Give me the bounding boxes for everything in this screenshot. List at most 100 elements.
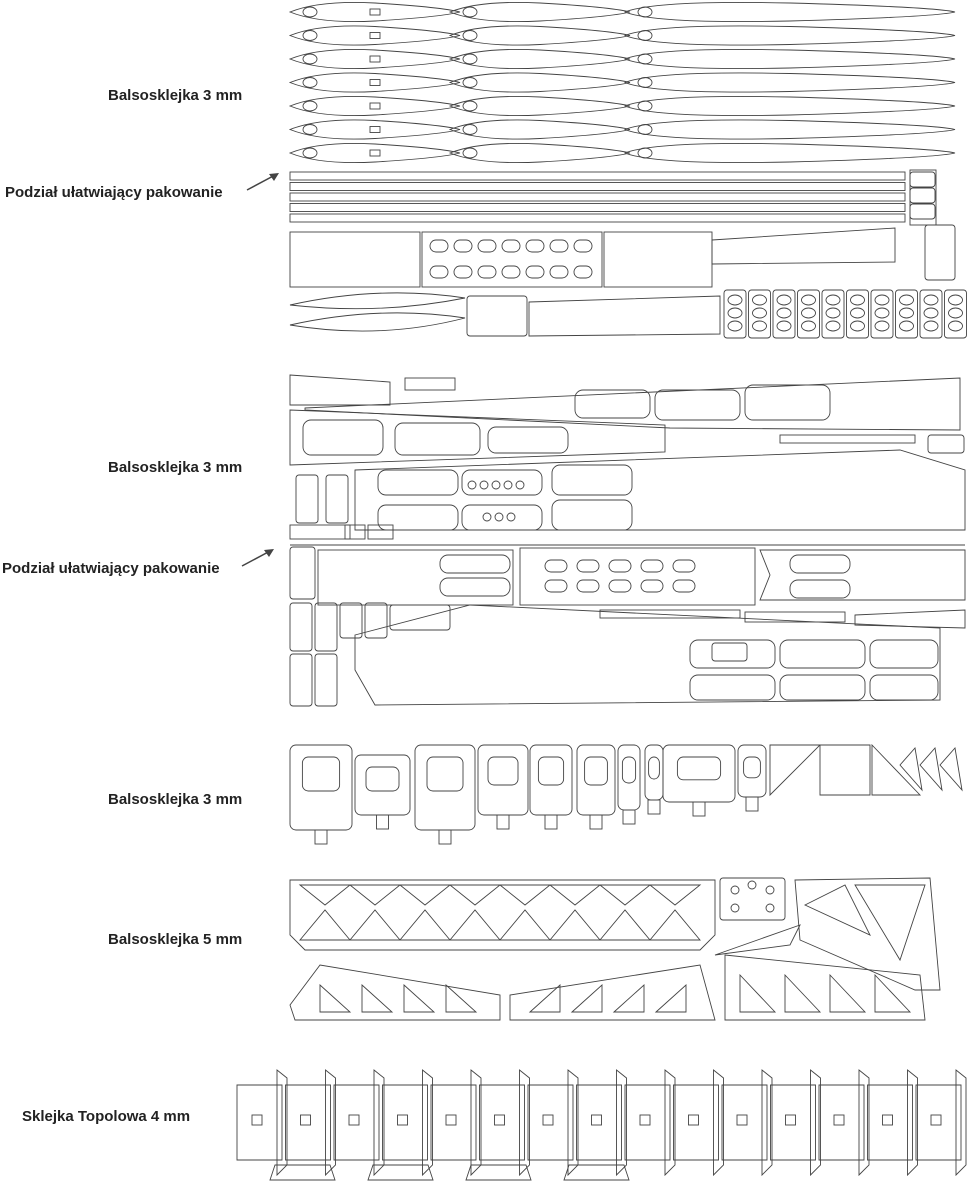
- tapered-strip: [854, 609, 966, 629]
- cutout: [461, 469, 543, 496]
- fuselage-panel: [759, 549, 966, 601]
- cutout: [461, 504, 543, 531]
- plywood-bulkhead: [721, 1084, 768, 1161]
- lightening-hole: [549, 265, 569, 279]
- lightening-hole: [573, 265, 593, 279]
- rudder-truss: [724, 954, 926, 1021]
- material-label-sheet-1: Balsosklejka 3 mm: [108, 87, 243, 104]
- cutout: [544, 559, 568, 573]
- rib-hole: [302, 147, 318, 159]
- spar-strip: [289, 203, 906, 212]
- tab-plate: [325, 474, 349, 524]
- hole: [850, 307, 865, 319]
- square-hole: [300, 1114, 311, 1126]
- hole: [494, 512, 504, 522]
- truss-opening: [449, 909, 501, 941]
- small-gusset: [939, 746, 963, 792]
- fuselage-part: [289, 374, 391, 406]
- tab-plate: [870, 289, 894, 339]
- hole: [776, 294, 792, 306]
- lightening-hole: [573, 239, 593, 253]
- hole: [801, 320, 816, 332]
- wing-rib: [448, 48, 631, 70]
- plywood-foot: [367, 1164, 434, 1181]
- cutout: [608, 559, 632, 573]
- former: [617, 744, 641, 811]
- rib-slot: [369, 126, 381, 133]
- former: [644, 744, 664, 801]
- rib-slot: [369, 102, 381, 110]
- stabilizer-truss: [509, 964, 716, 1021]
- rib-hole: [462, 147, 478, 159]
- square-hole: [494, 1114, 505, 1126]
- cutout: [608, 579, 632, 593]
- tab-plate: [748, 289, 771, 339]
- cutout: [640, 579, 664, 593]
- wing-rib: [623, 48, 956, 70]
- former-tab: [692, 801, 706, 817]
- lightening-hole: [549, 239, 569, 253]
- truss-opening: [528, 983, 561, 1013]
- plywood-flange: [907, 1069, 918, 1177]
- truss-opening: [348, 884, 402, 906]
- hole: [923, 307, 939, 319]
- truss-opening: [319, 983, 352, 1013]
- wing-rib: [448, 142, 631, 164]
- rib-hole: [637, 77, 653, 88]
- small-part: [344, 524, 366, 540]
- hole: [801, 294, 816, 306]
- hole: [874, 307, 890, 319]
- gusset: [819, 744, 871, 796]
- truss-opening: [403, 983, 436, 1013]
- cutout: [779, 674, 866, 701]
- plywood-flange: [519, 1069, 530, 1177]
- former: [354, 754, 411, 816]
- rib-slot: [369, 55, 381, 63]
- lightening-hole: [501, 239, 521, 253]
- hole: [923, 320, 939, 332]
- tab-plate: [909, 203, 936, 220]
- fuselage-floor: [354, 604, 941, 706]
- truss-opening: [448, 884, 502, 906]
- truss-opening: [570, 983, 603, 1013]
- cutout: [869, 639, 939, 669]
- former-tab: [438, 829, 452, 845]
- wing-rib: [623, 142, 956, 164]
- material-label-sheet-3: Balsosklejka 3 mm: [108, 791, 243, 808]
- former: [576, 744, 616, 816]
- lightening-hole: [477, 239, 497, 253]
- tab-plate: [314, 653, 338, 707]
- cutout: [869, 674, 939, 701]
- wing-rib: [623, 119, 956, 140]
- box-part: [466, 295, 528, 337]
- rib-hole: [302, 77, 318, 88]
- plywood-bulkhead: [867, 1084, 913, 1161]
- truss-opening: [599, 909, 651, 941]
- cutout: [689, 674, 776, 701]
- tab-plate: [289, 602, 313, 652]
- plywood-bulkhead: [430, 1084, 477, 1161]
- tab-plate: [846, 289, 869, 339]
- tab-plate: [909, 187, 936, 204]
- hole: [479, 480, 489, 490]
- lightening-hole: [501, 265, 521, 279]
- former-cutout: [537, 756, 565, 786]
- square-hole: [639, 1114, 651, 1126]
- small-part: [927, 434, 965, 454]
- wing-truss: [289, 879, 716, 951]
- plywood-bulkhead: [479, 1084, 525, 1161]
- cutout: [576, 579, 600, 593]
- plywood-flange: [325, 1069, 336, 1177]
- rib-hole: [637, 100, 653, 112]
- window-cutout: [394, 422, 481, 456]
- cutout: [576, 559, 600, 573]
- tab-plate: [919, 289, 943, 339]
- window-cutout: [302, 419, 384, 456]
- cutout: [689, 639, 776, 669]
- small-part: [367, 524, 394, 540]
- window-cutout: [574, 389, 651, 419]
- hole: [727, 320, 743, 332]
- former-tab: [544, 814, 558, 830]
- tail-truss: [794, 877, 941, 991]
